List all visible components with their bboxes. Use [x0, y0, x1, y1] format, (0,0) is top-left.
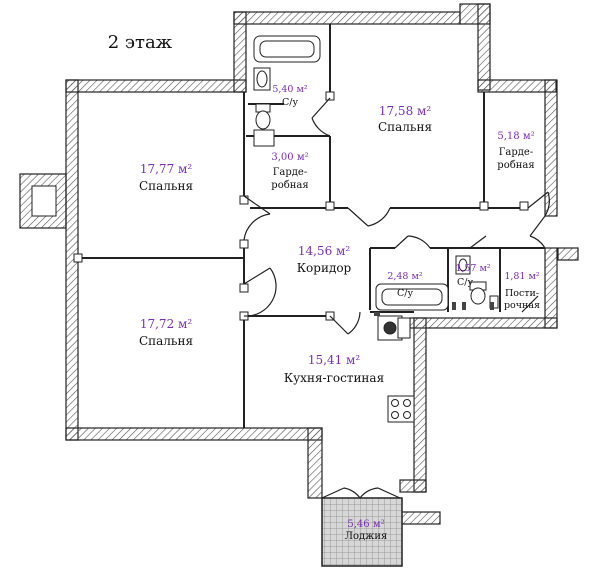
toilet-icon: [255, 103, 271, 130]
bedroom-top-name: Спальня: [378, 120, 432, 134]
floor-label: 2 этаж: [108, 32, 173, 53]
bath3-name: С/у: [457, 277, 473, 288]
bath1-area: 5,40 м²: [272, 84, 308, 95]
loggia-floor: [321, 497, 403, 567]
cooktop-icon: [387, 395, 415, 423]
sink-small-icon: [455, 255, 471, 275]
corridor-area: 14,56 м²: [298, 244, 351, 258]
sink-icon: [253, 67, 271, 91]
dress1-name-2: робная: [271, 180, 308, 191]
washer-icon: [253, 129, 275, 147]
bedroom-top-area: 17,58 м²: [379, 104, 432, 118]
loggia-name: Лоджия: [345, 531, 388, 542]
bath2-name: С/у: [397, 288, 413, 299]
bedroom-left2-area: 17,72 м²: [140, 317, 193, 331]
laundry-name-2: рочная: [504, 300, 540, 311]
dress2-name-2: робная: [497, 160, 534, 171]
bathtub-icon: [253, 35, 321, 63]
dress1-name-1: Гарде-: [273, 167, 307, 178]
corridor-name: Коридор: [297, 261, 352, 275]
dress2-name-1: Гарде-: [499, 147, 533, 158]
bath2-area: 2,48 м²: [387, 271, 423, 282]
outer-walls: [19, 3, 579, 525]
bath1-name: С/у: [282, 97, 298, 108]
wc-vents: [374, 302, 494, 316]
bedroom-left1-name: Спальня: [139, 179, 193, 193]
laundry-name-1: Пости-: [505, 288, 539, 299]
kitchen-name: Кухня-гостиная: [284, 371, 384, 385]
dress2-area: 5,18 м²: [497, 131, 534, 142]
stove-icon: [377, 315, 411, 341]
dress1-area: 3,00 м²: [271, 152, 308, 163]
bedroom-left2-name: Спальня: [139, 334, 193, 348]
kitchen-area: 15,41 м²: [308, 353, 361, 367]
bedroom-left1-area: 17,77 м²: [140, 162, 193, 176]
loggia-area: 5,46 м²: [347, 519, 384, 530]
vent-shaft: [31, 185, 57, 217]
bathtub-small-icon: [375, 283, 449, 311]
doors: [243, 97, 550, 499]
laundry-area: 1,81 м²: [504, 271, 540, 282]
bath3-area: 1,57 м²: [455, 263, 491, 274]
